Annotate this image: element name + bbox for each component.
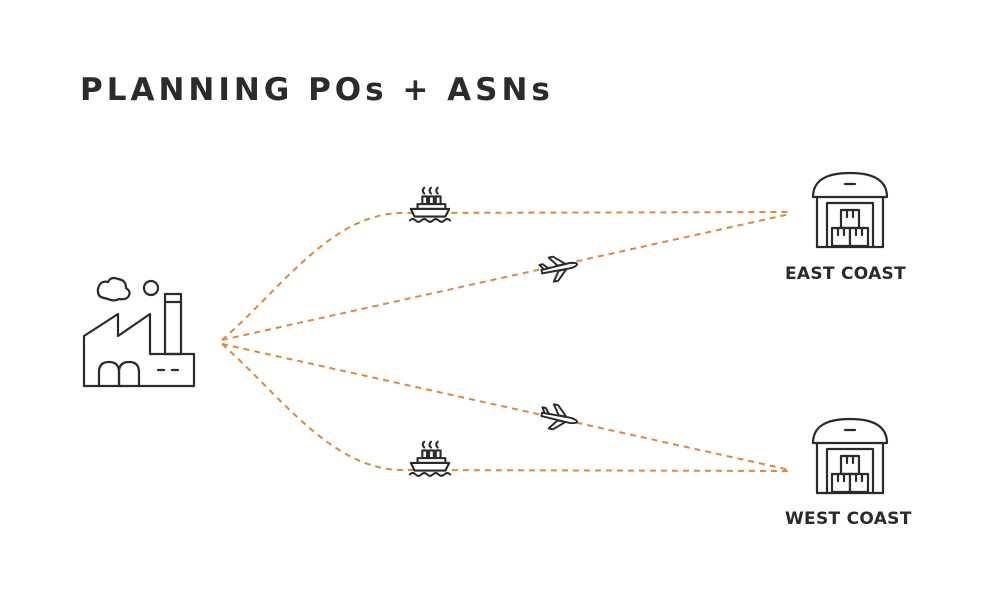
airplane-icon [537,251,581,285]
route-air-west [221,343,791,471]
routes-group [221,211,791,472]
west-coast-label: WEST COAST [785,509,912,529]
ship-icon [408,440,452,478]
route-ship-east [221,211,791,341]
factory-icon [82,276,196,388]
warehouse-icon [811,417,889,495]
warehouse-icon [811,171,889,249]
airplane-icon [537,401,581,435]
ship-icon [408,186,452,224]
east-coast-label: EAST COAST [785,264,906,284]
route-ship-west [221,343,791,472]
route-air-east [221,213,791,341]
diagram-title: PLANNING POs + ASNs [80,72,554,108]
